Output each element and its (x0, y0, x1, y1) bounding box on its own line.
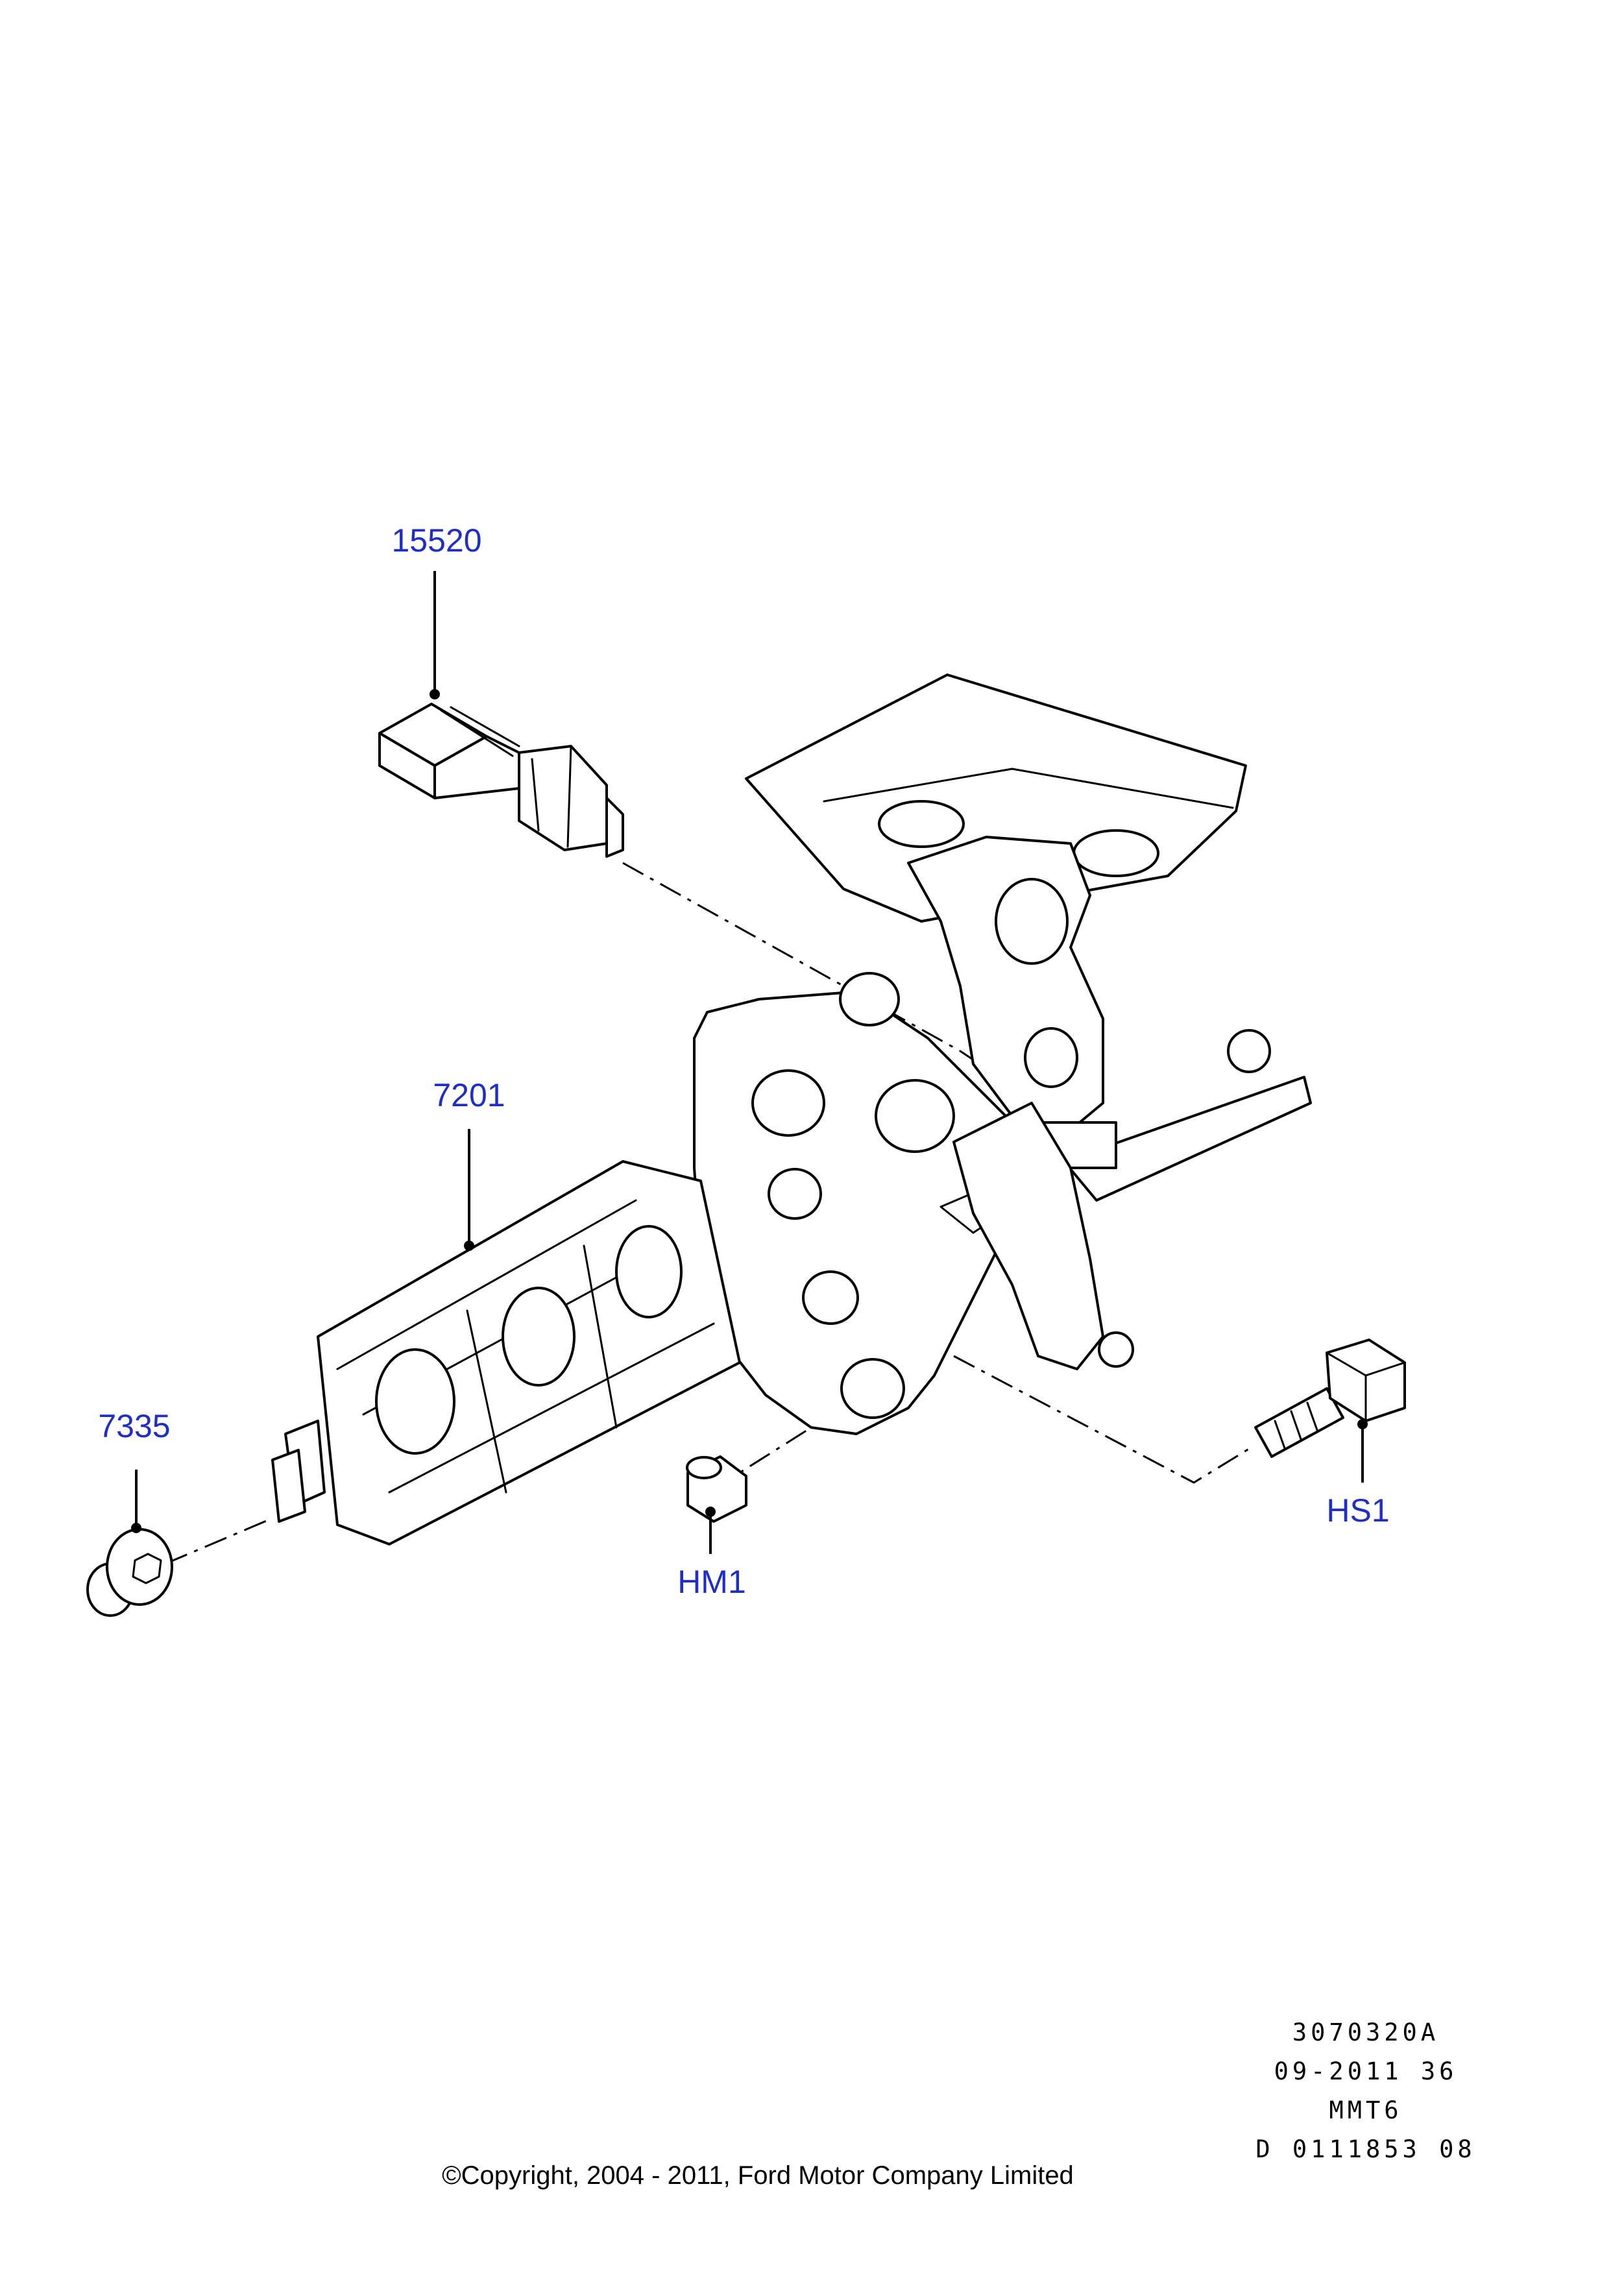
callout-15520[interactable]: 15520 (391, 522, 481, 559)
callout-leaders (131, 571, 1368, 1554)
callout-hs1[interactable]: HS1 (1326, 1492, 1389, 1529)
sensor-tip (605, 797, 624, 858)
copyright-notice: ©Copyright, 2004 - 2011, Ford Motor Comp… (442, 2161, 1074, 2190)
reference-model: MMT6 (1329, 2096, 1402, 2124)
leader-dot-hs1 (1357, 1419, 1368, 1429)
axis-sensor (622, 862, 961, 1052)
shift-fork-links (466, 1244, 618, 1494)
leader-dot-7335 (131, 1523, 141, 1533)
callout-7335[interactable]: 7335 (98, 1408, 170, 1444)
axis-plug (165, 1517, 273, 1565)
detent-ring-2 (502, 1287, 576, 1387)
pivot-post-right (1073, 829, 1159, 877)
callout-7201[interactable]: 7201 (433, 1077, 505, 1113)
detent-ring-3 (615, 1225, 683, 1318)
bolt-shank (1254, 1387, 1344, 1458)
shift-rod (1063, 1076, 1312, 1202)
flange-boss-left (751, 1069, 825, 1137)
flange-boss-center (875, 1079, 955, 1153)
sensor-switch-15520 (378, 703, 624, 858)
flange-bore (768, 1168, 822, 1220)
sleeve-hm1 (686, 1455, 747, 1523)
lever-hole-upper (995, 878, 1069, 965)
reference-code: 3070320A (1292, 2018, 1439, 2046)
axis-bolt (953, 1355, 1253, 1484)
plug-hex-socket (132, 1553, 162, 1584)
gear-selector-housing-7201 (271, 673, 1312, 1546)
leader-dot-15520 (430, 689, 440, 699)
reference-block: 3070320A 09-2011 36 MMT6 D 0111853 08 (1255, 2018, 1475, 2163)
reference-date: 09-2011 36 (1274, 2057, 1458, 2085)
leader-dot-hm1 (705, 1507, 716, 1517)
lever-hole-lower (1024, 1027, 1078, 1088)
callout-labels: 15520 7201 7335 HM1 HS1 (98, 522, 1389, 1600)
ball-joint-lower (1098, 1331, 1134, 1368)
flange-bolt-hole-bottom (840, 1358, 905, 1419)
leader-dot-7201 (464, 1241, 474, 1251)
plug-head (106, 1528, 173, 1606)
callout-hm1[interactable]: HM1 (677, 1564, 746, 1600)
bolt-threads (1274, 1401, 1318, 1449)
sleeve-end (686, 1456, 722, 1479)
flange-bolt-hs1 (1254, 1339, 1406, 1458)
bolt-hex-edges (1326, 1352, 1406, 1422)
detent-ring-1 (375, 1348, 455, 1455)
pivot-post-left (878, 800, 965, 848)
rail-end-stub (271, 1449, 306, 1523)
plug-7335 (86, 1528, 173, 1617)
ball-joint-upper (1227, 1029, 1271, 1073)
reference-number: D 0111853 08 (1255, 2135, 1475, 2163)
flange-bolt-hole-top (839, 972, 900, 1026)
sensor-pins (440, 706, 520, 757)
sensor-hex-edges (531, 745, 572, 848)
flange-lower-boss (802, 1270, 859, 1325)
boot-crease (823, 768, 1234, 809)
selector-fork-lever (952, 1102, 1104, 1370)
